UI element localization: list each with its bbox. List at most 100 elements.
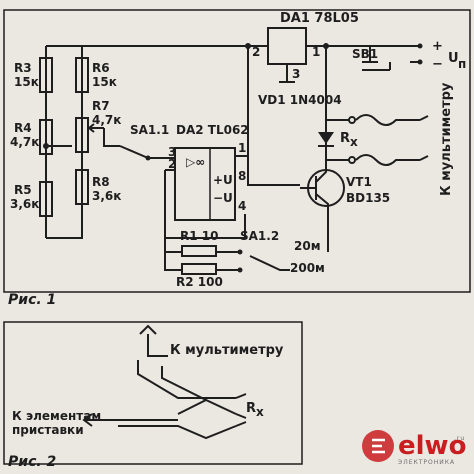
- junction-dot: [43, 143, 49, 149]
- probe-lead-top: [355, 114, 420, 126]
- figure-2: К мультиметру К элементам приставки R x …: [3, 321, 303, 470]
- fig2-top-arrow: [139, 324, 157, 335]
- fig2-to-multimeter: К мультиметру: [170, 343, 284, 358]
- opamp-pin-2: 2: [168, 157, 176, 171]
- r-network-wires: [164, 238, 182, 271]
- ic-regulator-label: DA1 78L05: [280, 11, 359, 26]
- figure-1: DA1 78L05 2 1 3 SB1 + − U п VD1 1N4004 R…: [3, 9, 471, 308]
- switch-sb1-label: SB1: [352, 47, 378, 61]
- resistor-r3: [39, 57, 53, 93]
- switch-sa12-label: SA1.2: [240, 229, 279, 243]
- r3-label: R3: [14, 61, 32, 75]
- switch-sa11-lever: [119, 145, 149, 159]
- rx-label: R: [340, 131, 350, 146]
- r4-value: 4,7к: [10, 135, 39, 149]
- r6-value: 15к: [92, 75, 117, 89]
- diode-vd1: [318, 132, 334, 144]
- resistor-r2: [181, 263, 217, 275]
- r4-label: R4: [14, 121, 32, 135]
- r6-label: R6: [92, 61, 110, 75]
- fig2-lead-a: [137, 360, 236, 399]
- logo-tld: .ru: [454, 435, 465, 442]
- r3-value: 15к: [14, 75, 39, 89]
- minus-label: −: [432, 57, 443, 72]
- opamp-symbol: ▷∞: [186, 155, 205, 169]
- opamp-minus-u: −U: [213, 191, 233, 205]
- figure-2-caption: Рис. 2: [8, 454, 56, 470]
- opamp-label: DA2 TL062: [176, 123, 249, 137]
- r7-label: R7: [92, 99, 110, 113]
- figure-1-caption: Рис. 1: [8, 292, 56, 308]
- regulator-pin-2: 2: [252, 45, 260, 59]
- resistor-r5: [39, 181, 53, 217]
- resistor-r1: [181, 245, 217, 257]
- terminal-plus: [417, 43, 423, 49]
- fig2-rx-sub: x: [256, 405, 264, 419]
- fig2-top-wire: [147, 334, 168, 357]
- junction-dot: [323, 43, 329, 49]
- supply-terminals: [410, 45, 418, 63]
- regulator-da1: [267, 27, 307, 65]
- resistor-r4: [39, 119, 53, 155]
- r7-value: 4,7к: [92, 113, 121, 127]
- switch-sa11-label: SA1.1: [130, 123, 169, 137]
- opamp-plus-u: +U: [213, 173, 233, 187]
- opamp-pin-3: 3: [168, 145, 176, 159]
- supply-label: U: [448, 51, 459, 66]
- r5-value: 3,6к: [10, 197, 39, 211]
- range-200m: 200м: [290, 261, 325, 275]
- r8-value: 3,6к: [92, 189, 121, 203]
- r2-label: R2 100: [176, 275, 223, 289]
- logo-brand: elwo: [398, 431, 466, 461]
- r1-label: R1 10: [180, 229, 218, 243]
- fig2-lead-b: [161, 366, 207, 401]
- resistor-r7: [75, 117, 89, 153]
- r-network-out-wires: [216, 251, 240, 271]
- opamp-pin-1: 1: [238, 141, 246, 155]
- opamp-pin-4: 4: [238, 199, 246, 213]
- rx-terminal-top: [348, 116, 356, 124]
- fig2-rx-label: R: [246, 401, 256, 416]
- resistor-r6: [75, 57, 89, 93]
- probe-lead-bottom: [355, 154, 420, 166]
- fig2-probe-tips: [235, 393, 247, 427]
- junction-dot: [245, 43, 251, 49]
- fig2-cross: [177, 398, 237, 415]
- plus-label: +: [432, 39, 443, 54]
- watermark-logo: elwo .ru ЭЛЕКТРОНИКА: [362, 430, 466, 466]
- sa12-contact-20: [237, 249, 243, 255]
- logo-subtitle: ЭЛЕКТРОНИКА: [398, 459, 455, 466]
- rx-wires: [326, 119, 350, 161]
- divider-ground-wire: [46, 212, 83, 239]
- fig2-to-elements-line1: К элементам: [12, 409, 101, 423]
- transistor-leads: [300, 160, 329, 238]
- logo-icon: [372, 438, 385, 454]
- opamp-da2: [174, 147, 236, 221]
- sa12-contact-200: [237, 267, 243, 273]
- opamp-feedback-wire: [164, 169, 246, 239]
- divider-tap-wires: [46, 128, 120, 147]
- r8-label: R8: [92, 175, 110, 189]
- probe-arrows: [419, 115, 429, 161]
- supply-sub: п: [458, 57, 466, 71]
- regulator-pin-3: 3: [292, 67, 300, 81]
- transistor-type: BD135: [346, 191, 390, 205]
- figure-2-border: [3, 321, 303, 465]
- r5-label: R5: [14, 183, 32, 197]
- opamp-pin-8: 8: [238, 169, 246, 183]
- resistor-r8: [75, 169, 89, 205]
- fig2-bottom-lead: [118, 425, 237, 440]
- figure-1-border: [3, 9, 471, 293]
- rx-sub: x: [350, 135, 358, 149]
- terminal-minus: [417, 59, 423, 65]
- transistor-label: VT1: [346, 175, 372, 189]
- rx-terminal-bottom: [348, 156, 356, 164]
- fig2-to-elements-line2: приставки: [12, 423, 84, 437]
- regulator-pin-1: 1: [312, 45, 320, 59]
- fig2-left-arrow: [82, 413, 178, 427]
- range-20m: 20м: [294, 239, 321, 253]
- r7-wiper: [87, 123, 104, 133]
- diode-label: VD1 1N4004: [258, 93, 342, 107]
